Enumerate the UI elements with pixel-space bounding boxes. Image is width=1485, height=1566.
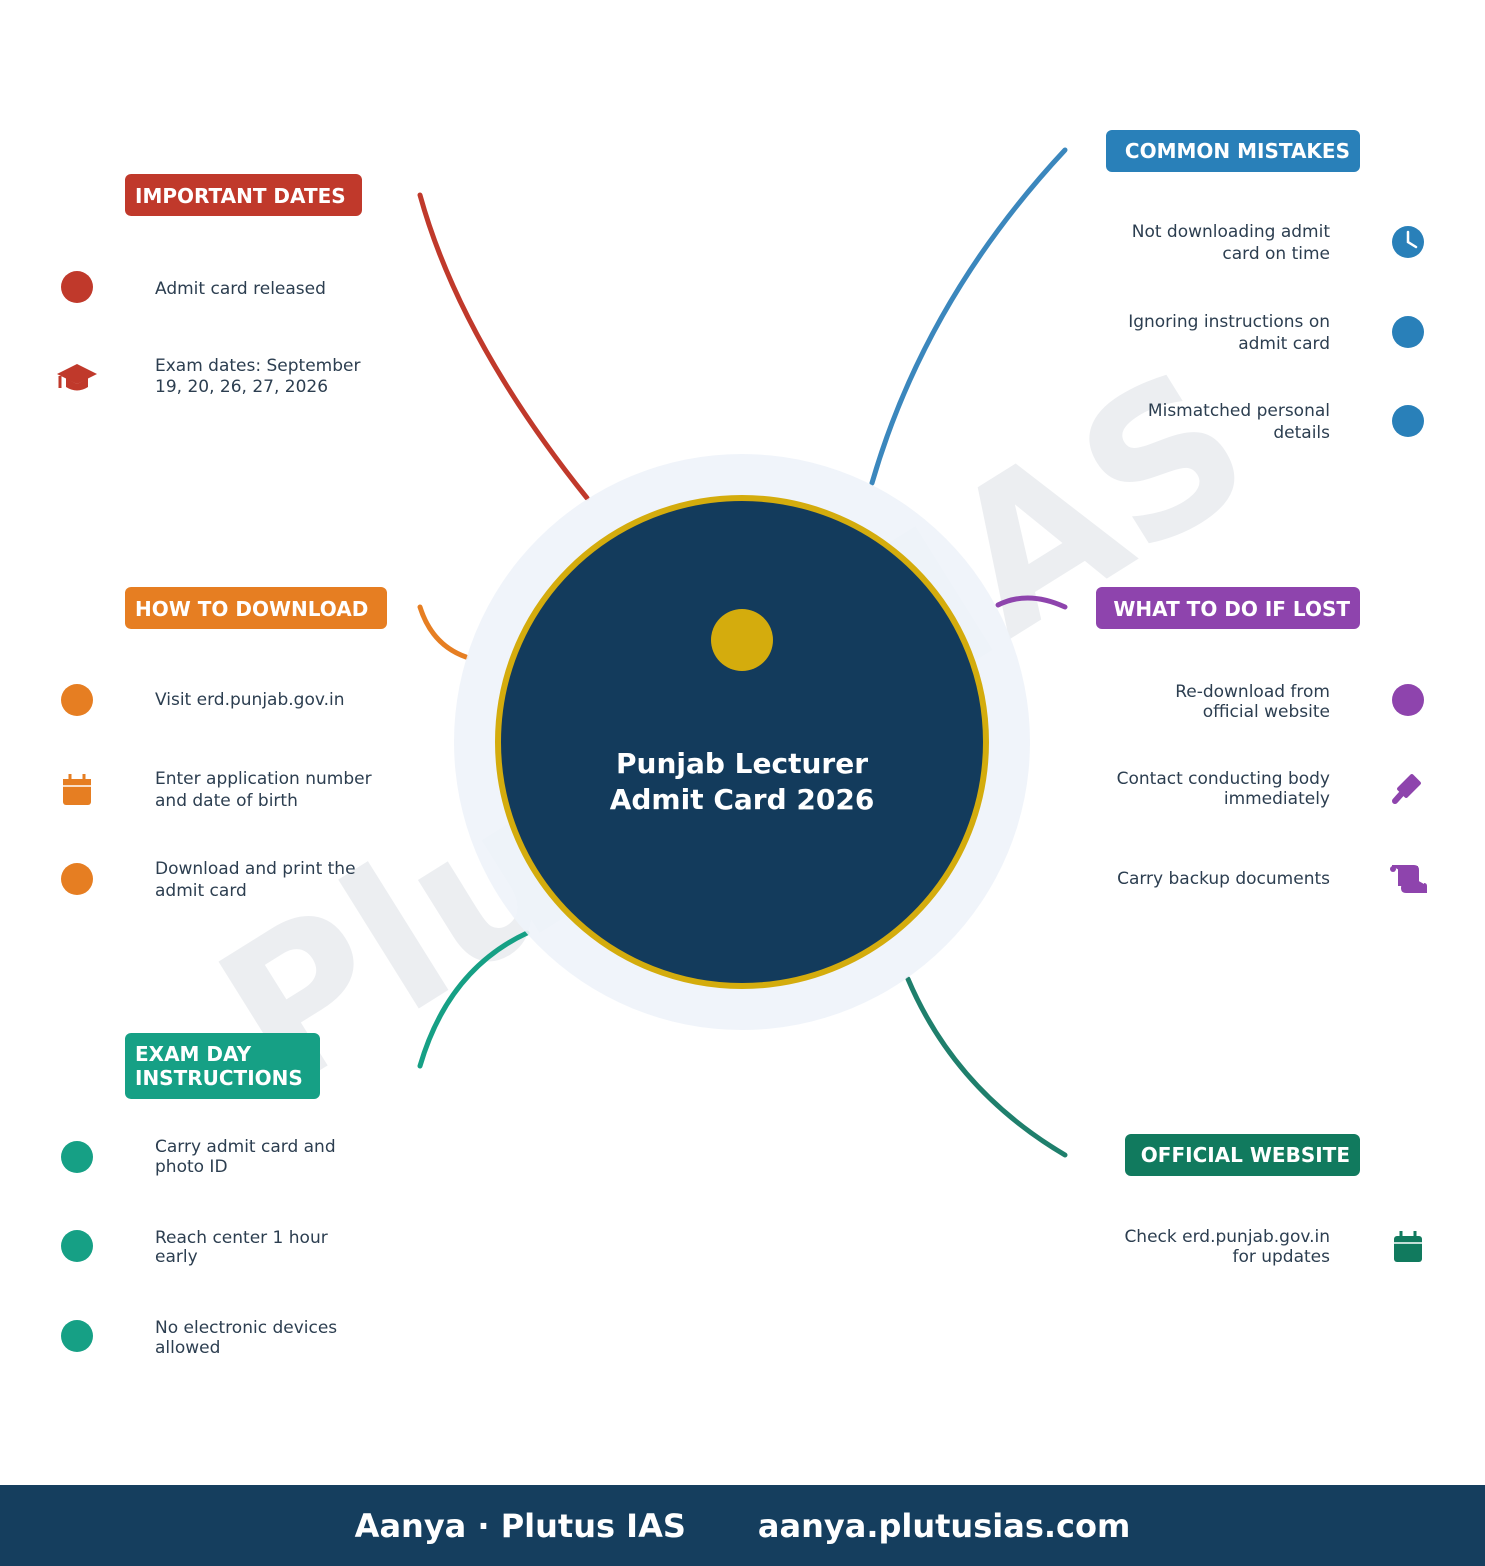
bullet-dot-icon	[61, 684, 93, 716]
item-text: 19, 20, 26, 27, 2026	[155, 377, 328, 397]
item-text: No electronic devices	[155, 1318, 337, 1338]
item-text: Enter application number	[155, 769, 372, 789]
item-text: photo ID	[155, 1157, 228, 1177]
mind-map-diagram: Plutus IAS Punjab Lecturer Admit Card 20…	[57, 130, 1427, 1358]
badge-exam-day-label-line2: INSTRUCTIONS	[135, 1066, 303, 1090]
footer-bar: Aanya · Plutus IAS aanya.plutusias.com	[0, 1485, 1485, 1566]
badge-official-website-label: OFFICIAL WEBSITE	[1141, 1143, 1350, 1167]
scroll-icon	[1390, 865, 1427, 893]
bullet-dot-icon	[1392, 405, 1424, 437]
badge-what-if-lost	[1096, 587, 1360, 629]
badge-important-dates	[125, 174, 362, 216]
bullet-dot-icon	[1392, 316, 1424, 348]
badge-how-to-download-label: HOW TO DOWNLOAD	[135, 597, 368, 621]
badge-official-website	[1125, 1134, 1360, 1176]
bullet-dot-icon	[61, 1230, 93, 1262]
badge-common-mistakes-label: COMMON MISTAKES	[1125, 139, 1350, 163]
footer-brand: Aanya · Plutus IAS	[354, 1506, 686, 1545]
item-text: early	[155, 1247, 198, 1267]
item-text: Visit erd.punjab.gov.in	[155, 690, 344, 710]
connector-official-website	[905, 976, 1068, 1158]
item-text: and date of birth	[155, 791, 298, 811]
graduation-cap-icon	[57, 364, 97, 391]
center-title-line1: Punjab Lecturer	[616, 747, 868, 780]
item-text: Ignoring instructions on	[1128, 312, 1330, 332]
item-text: Reach center 1 hour	[155, 1228, 328, 1248]
item-text: Re-download from	[1175, 682, 1330, 702]
item-text: Carry admit card and	[155, 1137, 336, 1157]
bullet-dot-icon	[1392, 684, 1424, 716]
center-circle	[495, 495, 989, 989]
calendar-icon	[1394, 1231, 1422, 1262]
item-text: Admit card released	[155, 279, 326, 299]
item-text: immediately	[1224, 789, 1330, 809]
footer-url[interactable]: aanya.plutusias.com	[757, 1506, 1131, 1545]
center-title-line2: Admit Card 2026	[610, 783, 875, 816]
item-text: official website	[1203, 702, 1330, 722]
badge-how-to-download	[125, 587, 387, 629]
connector-exam-day	[417, 930, 530, 1069]
badge-exam-day	[125, 1033, 320, 1099]
item-text: Exam dates: September	[155, 356, 360, 376]
item-text: admit card	[155, 881, 247, 901]
connector-how-to-download	[417, 604, 469, 660]
calendar-icon	[63, 774, 91, 805]
item-text: for updates	[1232, 1247, 1330, 1267]
item-text: Mismatched personal	[1148, 401, 1330, 421]
badge-important-dates-label: IMPORTANT DATES	[135, 184, 346, 208]
bullet-dot-icon	[61, 863, 93, 895]
clock-icon	[1392, 226, 1424, 258]
connector-important-dates	[417, 192, 590, 501]
item-text: Check erd.punjab.gov.in	[1124, 1227, 1330, 1247]
badge-what-if-lost-label: WHAT TO DO IF LOST	[1113, 597, 1350, 621]
item-text: Download and print the	[155, 859, 356, 879]
connector-common-mistakes	[869, 147, 1068, 486]
item-text: admit card	[1238, 334, 1330, 354]
connector-what-if-lost	[995, 595, 1068, 610]
item-text: card on time	[1222, 244, 1330, 264]
item-text: details	[1273, 423, 1330, 443]
bullet-dot-icon	[61, 1141, 93, 1173]
center-bulb-icon	[711, 609, 773, 671]
bullet-dot-icon	[61, 1320, 93, 1352]
gavel-icon	[1392, 774, 1421, 804]
item-text: Not downloading admit	[1132, 222, 1331, 242]
bullet-dot-icon	[61, 271, 93, 303]
badge-common-mistakes	[1106, 130, 1360, 172]
item-text: Carry backup documents	[1117, 869, 1330, 889]
item-text: Contact conducting body	[1117, 769, 1330, 789]
badge-exam-day-label-line1: EXAM DAY	[135, 1042, 252, 1066]
item-text: allowed	[155, 1338, 220, 1358]
